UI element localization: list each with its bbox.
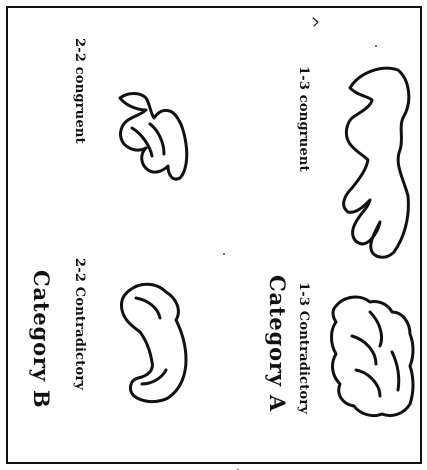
label-2-2-congruent: 2-2 congruent <box>72 38 87 144</box>
label-category-b: Category B <box>29 270 54 408</box>
shape-1-3-congruent <box>344 68 409 257</box>
shape-2-2-congruent-finger <box>150 124 164 154</box>
label-category-a: Category A <box>265 275 290 412</box>
shape-2-2-contradictory <box>121 284 186 401</box>
shape-2-2-congruent <box>120 94 187 180</box>
label-1-3-contradictory: 1-3 Contradictory <box>296 282 311 414</box>
label-2-2-contradictory: 2-2 Contradictory <box>72 258 87 390</box>
label-1-3-congruent: 1-3 congruent <box>296 66 311 172</box>
